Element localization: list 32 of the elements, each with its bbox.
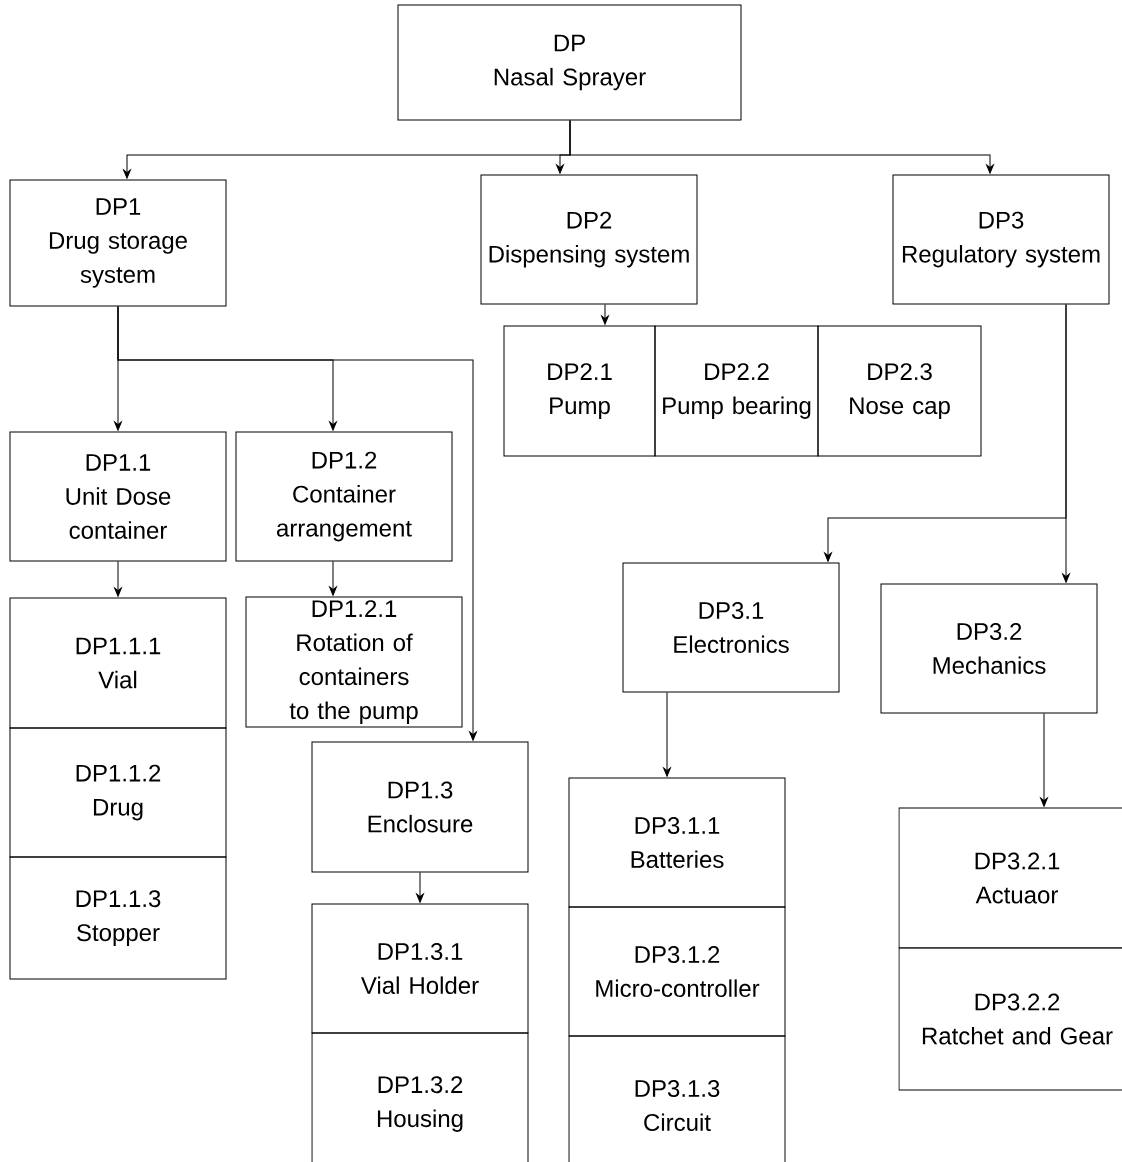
process-box: DP2.2 Pump bearing (654, 325, 819, 457)
process-box: DP1.1.1 Vial (9, 597, 227, 729)
process-box: DP3.2 Mechanics (880, 583, 1098, 714)
arrow (569, 120, 994, 174)
process-box: DP1.3.2 Housing (311, 1032, 529, 1162)
process-box: DP3.2.1 Actuaor (898, 807, 1122, 949)
process-box: DP1.3.1 Vial Holder (311, 903, 529, 1034)
process-box: DP2 Dispensing system (480, 174, 698, 305)
process-box: DP3.1.1 Batteries (568, 777, 786, 908)
process-box: DP1 Drug storage system (9, 179, 227, 307)
process-box: DP1.1.3 Stopper (9, 856, 227, 980)
arrow (1062, 304, 1070, 583)
process-box: DP1.1.2 Drug (9, 727, 227, 858)
process-box: DP1.1 Unit Dose container (9, 431, 227, 562)
process-box: DP Nasal Sprayer (397, 4, 742, 121)
process-box: DP1.2 Container arrangement (235, 431, 453, 562)
arrow (663, 692, 671, 777)
arrow (1040, 713, 1048, 807)
process-box: DP2.3 Nose cap (817, 325, 982, 457)
process-box: DP1.2.1 Rotation of containers to the pump (245, 596, 463, 728)
arrow (114, 561, 122, 597)
process-box: DP3.1 Electronics (622, 562, 840, 693)
process-box: DP3.2.2 Ratchet and Gear (898, 947, 1122, 1091)
arrow (416, 872, 424, 903)
process-box: DP3.1.3 Circuit (568, 1035, 786, 1162)
process-box: DP3.1.2 Micro-controller (568, 906, 786, 1037)
process-box: DP2.1 Pump (503, 325, 656, 457)
arrow (329, 561, 337, 596)
process-box: DP3 Regulatory system (892, 174, 1110, 305)
arrow (117, 306, 477, 741)
process-box: DP1.3 Enclosure (311, 741, 529, 873)
arrow (601, 304, 609, 325)
